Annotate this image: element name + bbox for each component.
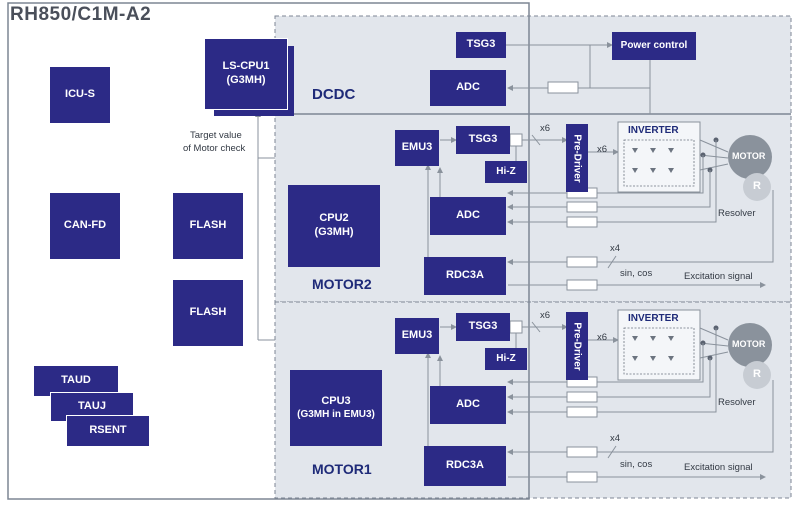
motor2-x6-a: x6 xyxy=(540,123,551,134)
can-fd-block: CAN-FD xyxy=(50,193,120,259)
motor1-rdc3a-block: RDC3A xyxy=(424,446,506,486)
dcdc-tsg3-block: TSG3 xyxy=(456,32,506,58)
inverter-2-box xyxy=(617,121,701,193)
flash-block-1: FLASH xyxy=(173,193,243,259)
chip-title: RH850/C1M-A2 xyxy=(10,4,152,25)
motor2-label: MOTOR2 xyxy=(312,276,372,292)
motor1-label: MOTOR1 xyxy=(312,461,372,477)
cpu2-label: CPU2 xyxy=(319,212,349,225)
motor2-excitation-label: Excitation signal xyxy=(684,271,753,282)
inverter-1-box xyxy=(617,309,701,381)
motor2-pre-driver-label: Pre-Driver xyxy=(571,133,583,183)
icu-s-block: ICU-S xyxy=(50,67,110,123)
ls-cpu1-label: LS-CPU1 xyxy=(222,60,270,73)
motor1-hiz-block: Hi-Z xyxy=(485,348,527,370)
motor2-rdc3a-block: RDC3A xyxy=(424,257,506,295)
motor1-inverter-label: INVERTER xyxy=(628,313,679,324)
motor2-motor-label: MOTOR xyxy=(732,151,766,161)
motor1-sincos-label: sin, cos xyxy=(620,459,653,470)
motor1-resolver-r: R xyxy=(753,368,761,380)
dcdc-label: DCDC xyxy=(312,86,356,103)
motor2-resolver-label: Resolver xyxy=(718,208,756,219)
motor2-sincos-label: sin, cos xyxy=(620,268,653,279)
flash-block-2: FLASH xyxy=(173,280,243,346)
motor1-adc-block: ADC xyxy=(430,386,506,424)
cpu2-block: CPU2 (G3MH) xyxy=(288,185,380,267)
target-note-2: of Motor check xyxy=(183,143,246,154)
motor2-tsg3-block: TSG3 xyxy=(456,126,510,154)
taud-block: TAUD xyxy=(34,366,118,396)
motor2-x6-b: x6 xyxy=(597,144,608,155)
motor-2-circle xyxy=(728,135,772,179)
motor2-adc-block: ADC xyxy=(430,197,506,235)
motor2-pre-driver-block: Pre-Driver xyxy=(566,124,588,192)
motor-1-circle xyxy=(728,323,772,367)
power-control-block: Power control xyxy=(612,32,696,60)
motor1-x6-a: x6 xyxy=(540,310,551,321)
motor1-pre-driver-label: Pre-Driver xyxy=(571,321,583,371)
motor2-emu3-block: EMU3 xyxy=(395,130,439,166)
dcdc-adc-block: ADC xyxy=(430,70,506,106)
motor2-inverter-label: INVERTER xyxy=(628,125,679,136)
motor1-motor-label: MOTOR xyxy=(732,339,766,349)
ls-cpu1-block: LS-CPU1 (G3MH) xyxy=(204,38,288,110)
motor1-emu3-block: EMU3 xyxy=(395,318,439,354)
motor1-tsg3-block: TSG3 xyxy=(456,313,510,341)
motor2-x4-label: x4 xyxy=(610,243,621,254)
chip-outline xyxy=(7,2,530,500)
motor1-resolver-label: Resolver xyxy=(718,397,756,408)
motor2-resolver-r: R xyxy=(753,180,761,192)
motor1-x4-label: x4 xyxy=(610,433,621,444)
cpu3-block: CPU3 (G3MH in EMU3) xyxy=(290,370,382,446)
motor2-hiz-block: Hi-Z xyxy=(485,161,527,183)
rsent-block: RSENT xyxy=(66,415,150,447)
motor1-pre-driver-block: Pre-Driver xyxy=(566,312,588,380)
cpu3-label: CPU3 xyxy=(321,394,351,407)
motor1-excitation-label: Excitation signal xyxy=(684,462,753,473)
resolver-2-circle xyxy=(743,173,771,201)
resolver-1-circle xyxy=(743,361,771,389)
target-note-1: Target value xyxy=(190,130,242,141)
ls-cpu1-sub: (G3MH) xyxy=(226,74,266,86)
cpu2-sub: (G3MH) xyxy=(314,226,354,238)
dcdc-region xyxy=(274,15,792,115)
cpu3-sub: (G3MH in EMU3) xyxy=(297,408,375,420)
motor1-x6-b: x6 xyxy=(597,332,608,343)
